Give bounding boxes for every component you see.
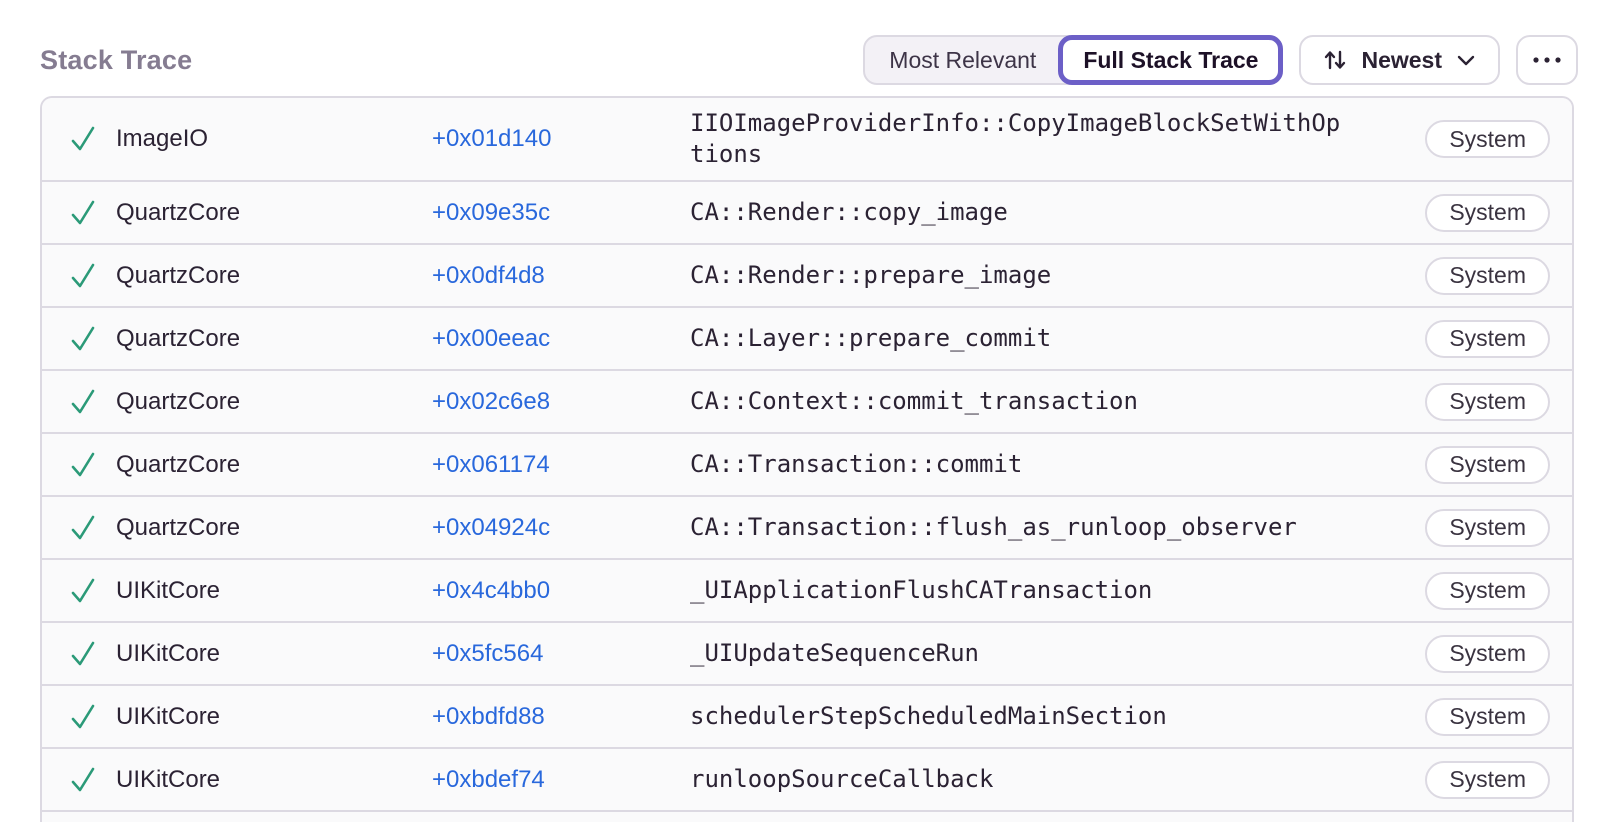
frame-module: UIKitCore (116, 702, 221, 730)
system-badge: System (1425, 445, 1550, 484)
table-row[interactable]: UIKitCore +0x5fc564 _UIUpdateSequenceRun… (42, 623, 1572, 686)
frame-function: CA::Context::commit_transaction (690, 387, 1138, 415)
frame-module: QuartzCore (116, 324, 241, 352)
table-row[interactable]: QuartzCore +0x04924c CA::Transaction::fl… (42, 497, 1572, 560)
frame-function: CA::Transaction::commit (690, 450, 1023, 478)
check-icon (68, 125, 98, 153)
stack-trace-table: ImageIO +0x01d140 IIOImageProviderInfo::… (40, 96, 1574, 822)
table-row[interactable]: ImageIO +0x01d140 IIOImageProviderInfo::… (42, 98, 1572, 182)
table-row[interactable]: UIKitCore +0xbdfd88 schedulerStepSchedul… (42, 686, 1572, 749)
table-row[interactable]: UIKitCore +0xbdef74 runloopSourceCallbac… (42, 749, 1572, 812)
system-badge: System (1425, 120, 1550, 158)
table-row[interactable]: QuartzCore +0x061174 CA::Transaction::co… (42, 434, 1572, 497)
system-badge: System (1425, 319, 1550, 358)
check-icon (68, 703, 98, 731)
frame-function: _UIApplicationFlushCATransaction (690, 576, 1153, 604)
check-icon (68, 640, 98, 668)
page-title: Stack Trace (40, 44, 193, 75)
stack-trace-header: Stack Trace Most Relevant Full Stack Tra… (0, 0, 1614, 96)
frame-module: ImageIO (116, 125, 209, 152)
frame-address-link[interactable]: +0x02c6e8 (432, 387, 551, 415)
sort-arrows-icon (1321, 46, 1349, 74)
table-row[interactable]: UIKitCore +0x4c4bb0 _UIApplicationFlushC… (42, 560, 1572, 623)
check-icon (68, 262, 98, 290)
frame-function: schedulerStepScheduledMainSection (690, 702, 1167, 730)
more-options-button[interactable] (1516, 35, 1578, 85)
frame-address-link[interactable]: +0x04924c (432, 513, 551, 541)
frame-function: runloopSourceCallback (690, 765, 994, 793)
system-badge: System (1425, 382, 1550, 421)
table-row[interactable]: QuartzCore +0x0df4d8 CA::Render::prepare… (42, 245, 1572, 308)
frame-function: CA::Layer::prepare_commit (690, 324, 1052, 352)
frame-address-link[interactable]: +0x01d140 (432, 125, 552, 152)
frame-function: CA::Render::copy_image (690, 198, 1008, 226)
check-icon (68, 514, 98, 542)
frame-module: QuartzCore (116, 261, 241, 289)
system-badge: System (1425, 760, 1550, 799)
system-badge: System (1425, 193, 1550, 232)
frame-function: IIOImageProviderInfo::CopyImageBlockSetW… (690, 109, 1341, 168)
check-icon (68, 766, 98, 794)
frame-module: UIKitCore (116, 639, 221, 667)
sort-button-label: Newest (1361, 46, 1442, 73)
system-badge: System (1425, 571, 1550, 610)
check-icon (68, 199, 98, 227)
frame-address-link[interactable]: +0x061174 (432, 450, 550, 478)
frame-function: _UIUpdateSequenceRun (690, 639, 979, 667)
chevron-down-icon (1454, 48, 1478, 72)
system-badge: System (1425, 508, 1550, 547)
system-badge: System (1425, 256, 1550, 295)
frame-address-link[interactable]: +0x0df4d8 (432, 261, 545, 289)
check-icon (68, 388, 98, 416)
table-row-partial (42, 812, 1572, 822)
frame-module: UIKitCore (116, 765, 221, 793)
check-icon (68, 325, 98, 353)
system-badge: System (1425, 634, 1550, 673)
table-row[interactable]: QuartzCore +0x09e35c CA::Render::copy_im… (42, 182, 1572, 245)
frame-address-link[interactable]: +0xbdef74 (432, 765, 545, 793)
full-stack-trace-button[interactable]: Full Stack Trace (1058, 35, 1284, 85)
sort-newest-dropdown[interactable]: Newest (1299, 35, 1500, 85)
frame-function: CA::Render::prepare_image (690, 261, 1052, 289)
frame-module: QuartzCore (116, 450, 241, 478)
frame-function: CA::Transaction::flush_as_runloop_observ… (690, 513, 1297, 541)
frame-module: QuartzCore (116, 387, 241, 415)
ellipsis-icon (1532, 55, 1562, 65)
header-controls: Most Relevant Full Stack Trace Newest (863, 35, 1578, 85)
trace-view-segmented-control: Most Relevant Full Stack Trace (863, 35, 1284, 85)
frame-module: QuartzCore (116, 198, 241, 226)
frame-module: UIKitCore (116, 576, 221, 604)
frame-address-link[interactable]: +0x00eeac (432, 324, 551, 352)
most-relevant-button[interactable]: Most Relevant (865, 37, 1060, 83)
frame-address-link[interactable]: +0x4c4bb0 (432, 576, 551, 604)
frame-module: QuartzCore (116, 513, 241, 541)
system-badge: System (1425, 697, 1550, 736)
table-row[interactable]: QuartzCore +0x00eeac CA::Layer::prepare_… (42, 308, 1572, 371)
check-icon (68, 577, 98, 605)
check-icon (68, 451, 98, 479)
table-row[interactable]: QuartzCore +0x02c6e8 CA::Context::commit… (42, 371, 1572, 434)
frame-address-link[interactable]: +0xbdfd88 (432, 702, 545, 730)
frame-address-link[interactable]: +0x09e35c (432, 198, 551, 226)
frame-address-link[interactable]: +0x5fc564 (432, 639, 544, 667)
